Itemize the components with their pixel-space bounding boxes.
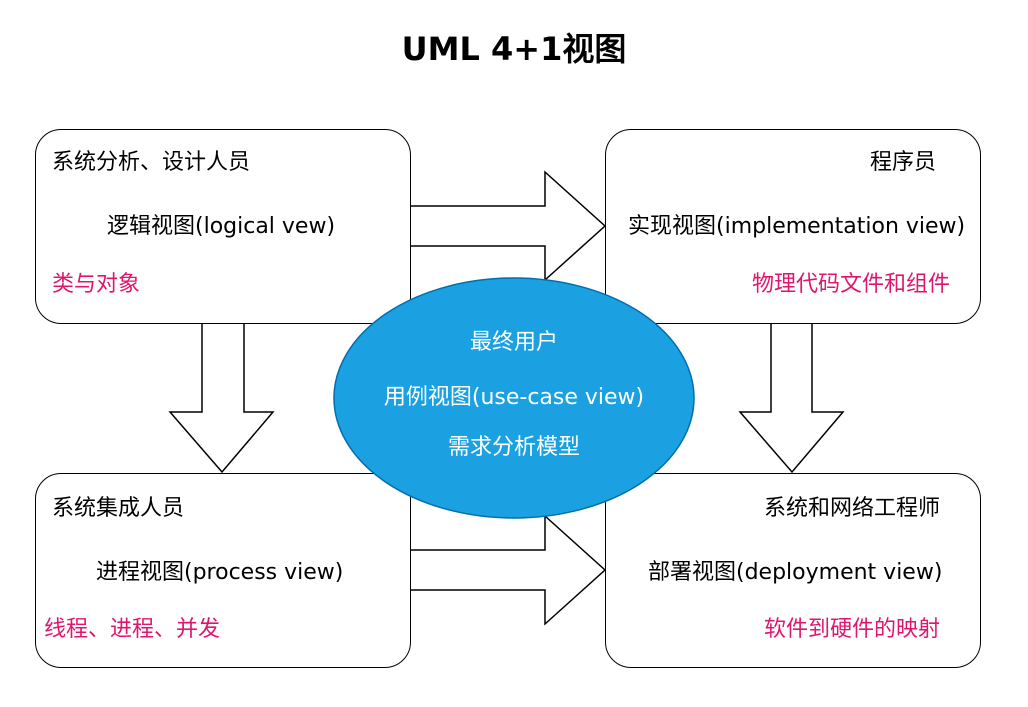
- process-role: 系统集成人员: [52, 496, 185, 521]
- deployment-role: 系统和网络工程师: [764, 496, 941, 521]
- deployment-desc: 软件到硬件的映射: [764, 617, 941, 642]
- logical-desc: 类与对象: [52, 272, 141, 297]
- implementation-role: 程序员: [870, 150, 937, 175]
- deployment-view-label: 部署视图(deployment view): [648, 560, 943, 585]
- process-view-box: 系统集成人员 进程视图(process view) 线程、进程、并发: [35, 473, 411, 668]
- arrow-process-to-deployment: [409, 514, 607, 626]
- process-view-label: 进程视图(process view): [96, 560, 344, 585]
- use-case-view-label: 用例视图(use-case view): [383, 385, 645, 410]
- logical-view-box: 系统分析、设计人员 逻辑视图(logical vew) 类与对象: [35, 129, 411, 324]
- logical-role: 系统分析、设计人员: [52, 150, 251, 175]
- implementation-view-label: 实现视图(implementation view): [628, 214, 966, 239]
- implementation-desc: 物理代码文件和组件: [752, 272, 951, 297]
- use-case-desc: 需求分析模型: [447, 435, 580, 460]
- logical-view-label: 逻辑视图(logical vew): [107, 214, 336, 239]
- process-desc: 线程、进程、并发: [44, 617, 221, 642]
- arrow-logical-to-process: [168, 322, 275, 474]
- arrow-implementation-to-deployment: [738, 322, 845, 474]
- page-title: UML 4+1视图: [401, 30, 627, 68]
- use-case-role: 最终用户: [469, 330, 558, 355]
- implementation-view-box: 程序员 实现视图(implementation view) 物理代码文件和组件: [605, 129, 981, 324]
- arrow-logical-to-implementation: [409, 170, 607, 282]
- deployment-view-box: 系统和网络工程师 部署视图(deployment view) 软件到硬件的映射: [605, 473, 981, 668]
